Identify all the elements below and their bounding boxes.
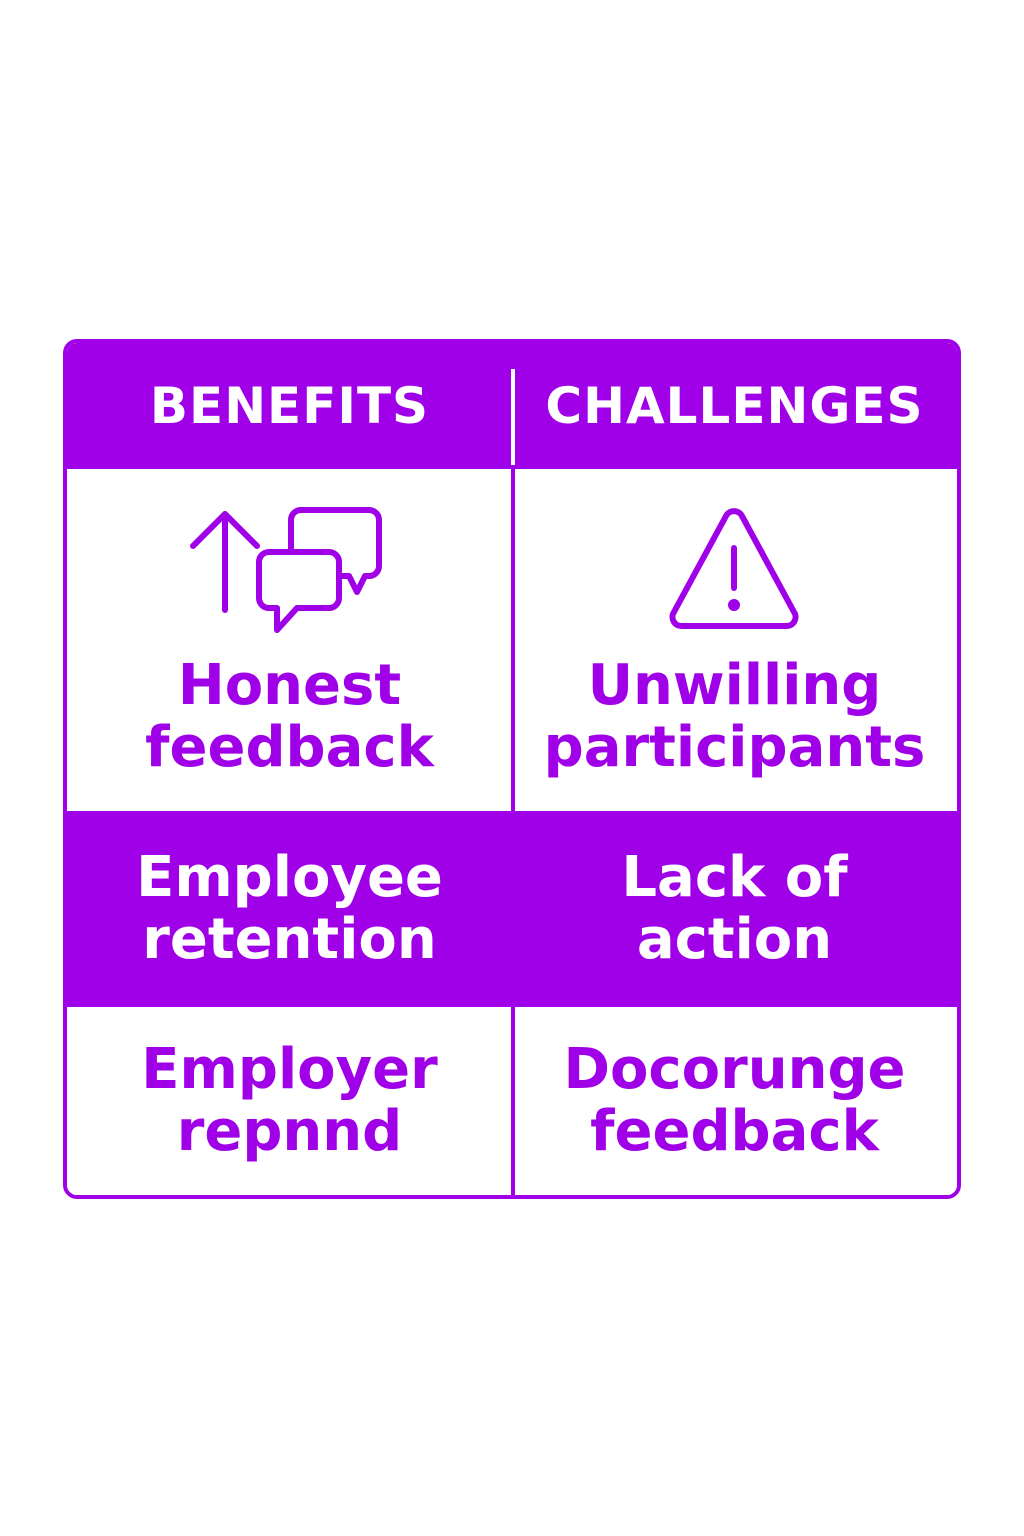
arrow-up-chat-bubbles-icon bbox=[189, 501, 389, 641]
benefits-challenges-table: BENEFITS CHALLENGES Honest feedback bbox=[63, 339, 961, 1199]
table-row: Employer repnnd Docorunge feedback bbox=[67, 1007, 957, 1195]
header-benefits-label: BENEFITS bbox=[149, 377, 430, 435]
table-row: Employee retention Lack of action bbox=[67, 811, 957, 1007]
warning-triangle-icon bbox=[664, 501, 804, 641]
column-divider bbox=[511, 343, 515, 1195]
header-challenges: CHALLENGES bbox=[512, 343, 957, 469]
cell-text: Employer repnnd bbox=[141, 1037, 438, 1164]
cell-unwilling-participants: Unwilling participants bbox=[512, 469, 957, 811]
cell-lack-of-action: Lack of action bbox=[512, 811, 957, 1007]
table-row: Honest feedback Unwilling participants bbox=[67, 469, 957, 811]
header-row: BENEFITS CHALLENGES bbox=[67, 343, 957, 469]
cell-text: Employee retention bbox=[136, 845, 443, 972]
header-divider bbox=[511, 369, 515, 465]
cell-text: Lack of action bbox=[621, 845, 848, 972]
cell-docorunge-feedback: Docorunge feedback bbox=[512, 1007, 957, 1195]
cell-honest-feedback: Honest feedback bbox=[67, 469, 512, 811]
cell-text: Honest feedback bbox=[145, 653, 434, 780]
cell-employee-retention: Employee retention bbox=[67, 811, 512, 1007]
header-benefits: BENEFITS bbox=[67, 343, 512, 469]
cell-text: Unwilling participants bbox=[543, 653, 926, 780]
cell-text: Docorunge feedback bbox=[563, 1037, 906, 1164]
header-challenges-label: CHALLENGES bbox=[545, 377, 924, 435]
cell-employer-repnnd: Employer repnnd bbox=[67, 1007, 512, 1195]
